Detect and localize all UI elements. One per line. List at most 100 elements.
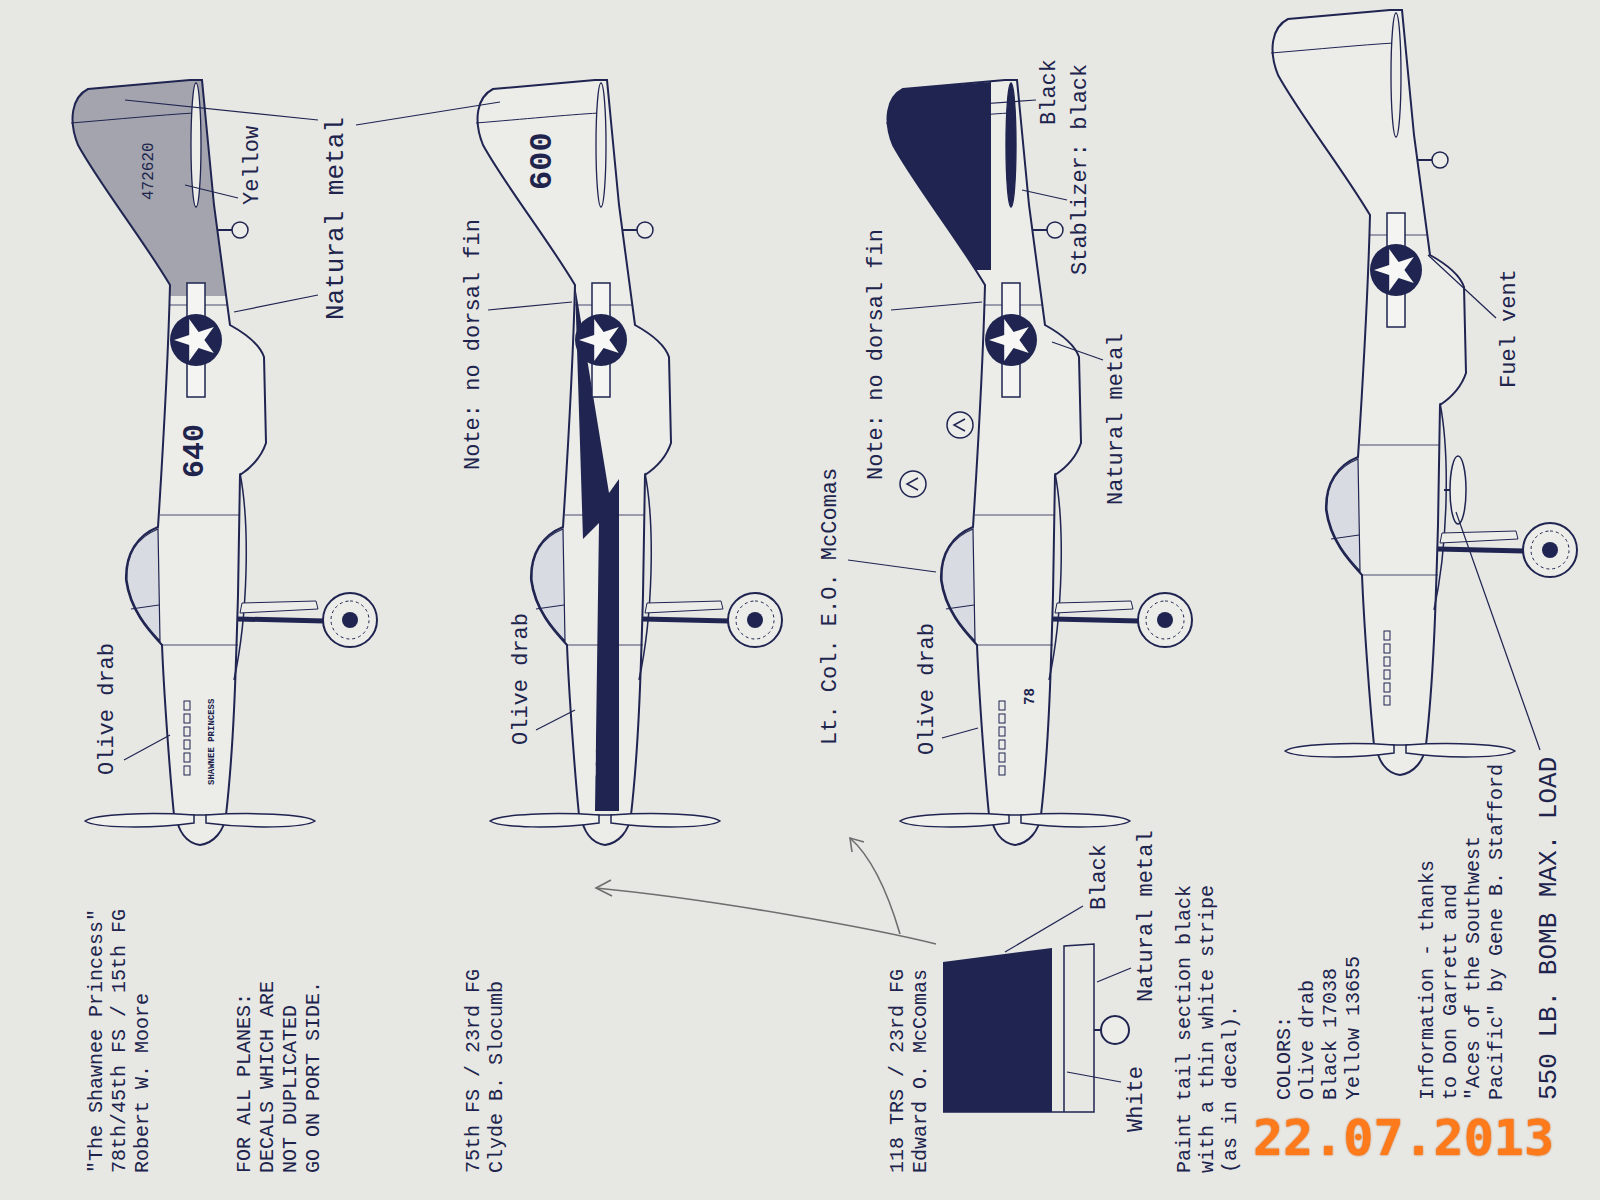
gear-door: [240, 601, 318, 613]
stabilizer: [1391, 13, 1401, 137]
wheel-hub: [1157, 612, 1173, 628]
exhaust-stack: [999, 766, 1005, 775]
rudder-hinge: [1271, 43, 1394, 53]
squadron-badge: [900, 471, 926, 497]
leader-line: [848, 560, 936, 572]
exhaust-stack: [184, 714, 190, 723]
unit-name: 78th/45th FS / 15th FG: [108, 909, 132, 1173]
leader-line: [1022, 190, 1067, 200]
exhaust-stack: [1384, 644, 1390, 653]
main-wheel: [728, 593, 782, 647]
exhaust-stack: [1384, 657, 1390, 666]
fuselage-outline: [888, 80, 1081, 845]
leader-line: [124, 735, 170, 760]
fuselage-fill: [478, 80, 671, 845]
unit-name: 75th FS / 23rd FG: [462, 969, 486, 1173]
leader-line: [125, 100, 318, 120]
leader-line: [1005, 906, 1083, 952]
note-text: FOR ALL PLANES:: [233, 993, 257, 1173]
wheel-hub: [747, 612, 763, 628]
insignia-disc: [170, 314, 222, 366]
badge-emblem: [907, 478, 918, 490]
note-text: DECALS WHICH ARE: [256, 981, 280, 1173]
rudder-hinge: [886, 113, 1009, 123]
exhaust-stack: [589, 753, 595, 762]
exhaust-stack: [1384, 670, 1390, 679]
rudder-hinge: [71, 113, 194, 123]
credit-text: Information - thanks: [1416, 860, 1440, 1100]
color-callout: Olive drab: [95, 643, 121, 775]
insignia-disc: [985, 314, 1037, 366]
propeller-blade: [1406, 744, 1515, 757]
aircraft-number: 78: [1022, 688, 1039, 705]
insignia-star: [989, 319, 1029, 361]
exhaust-stack: [589, 714, 595, 723]
inset-outline: [943, 944, 1094, 1112]
leader-line: [966, 100, 1036, 105]
pilot-name: Clyde B. Slocumb: [485, 981, 509, 1173]
leader-line: [1428, 255, 1496, 318]
pilot-name: Edward O. McComas: [909, 969, 933, 1173]
propeller-blade: [490, 814, 599, 827]
unit-name: 118 TRS / 23rd FG: [886, 969, 910, 1173]
fuselage-fill: [73, 80, 266, 845]
yellow-tail-fill: [73, 80, 226, 296]
exhaust-stack: [184, 753, 190, 762]
exhaust-stack: [184, 740, 190, 749]
color-callout: Black: [1037, 59, 1063, 125]
insignia-disc: [575, 314, 627, 366]
note-text: (as in decal).: [1219, 1005, 1243, 1173]
note-text: GO ON PORT SIDE.: [302, 981, 326, 1173]
insignia-disc: [1370, 244, 1422, 296]
leader-line: [1456, 512, 1540, 750]
bomb: [1450, 456, 1466, 524]
gear-strut: [238, 619, 324, 621]
exhaust-stack: [1384, 683, 1390, 692]
propeller-blade: [611, 814, 720, 827]
color-callout: White: [1124, 1066, 1150, 1132]
fuselage-outline: [73, 80, 266, 845]
aircraft-profile: [886, 80, 1192, 845]
propeller-blade: [900, 814, 1009, 827]
tailwheel: [1047, 222, 1063, 238]
credit-text: Pacific" by Gene B. Stafford: [1485, 764, 1509, 1100]
exhaust-stack: [999, 701, 1005, 710]
panel-line: [160, 305, 240, 645]
gear-strut: [643, 619, 729, 621]
wheel-hub: [1542, 542, 1558, 558]
gear-door: [1440, 531, 1518, 543]
aircraft-profile: [1271, 10, 1577, 775]
tailwheel: [232, 222, 248, 238]
inset-black-tail: [943, 948, 1052, 1112]
panel-line: [565, 305, 645, 645]
leader-line: [488, 302, 572, 310]
color-callout: Black: [1087, 844, 1113, 910]
pilot-name: Robert W. Moore: [131, 993, 155, 1173]
insignia-star: [174, 319, 214, 361]
panel-line: [975, 305, 1055, 645]
pilot-callout: Lt. Col. E.O. McComas: [818, 468, 844, 745]
inset-mount: [1094, 1029, 1101, 1031]
gear-strut: [1053, 619, 1139, 621]
leader-line: [891, 302, 982, 310]
leader-line: [356, 102, 500, 125]
exhaust-stack: [184, 766, 190, 775]
gear-strut: [1438, 549, 1524, 551]
gear-door: [645, 601, 723, 613]
propeller-blade: [1285, 744, 1394, 757]
black-tail-fill: [888, 82, 991, 270]
color-callout: Stablizer: black: [1068, 64, 1094, 275]
note-callout: 550 LB. BOMB MAX. LOAD: [1534, 757, 1565, 1100]
colors-heading: COLORS:: [1273, 1016, 1297, 1100]
credit-text: to Don Garrett and: [1439, 884, 1463, 1100]
color-callout: Yellow: [240, 126, 266, 205]
wheel-rim: [331, 601, 369, 639]
tailwheel-strut: [1418, 159, 1432, 161]
pencil-arrow: [850, 838, 900, 934]
exhaust-stack: [589, 766, 595, 775]
main-wheel: [1523, 523, 1577, 577]
wheel-hub: [342, 612, 358, 628]
color-callout: Olive drab: [915, 623, 941, 755]
wheel-rim: [1531, 531, 1569, 569]
fuselage-outline: [1273, 10, 1466, 775]
